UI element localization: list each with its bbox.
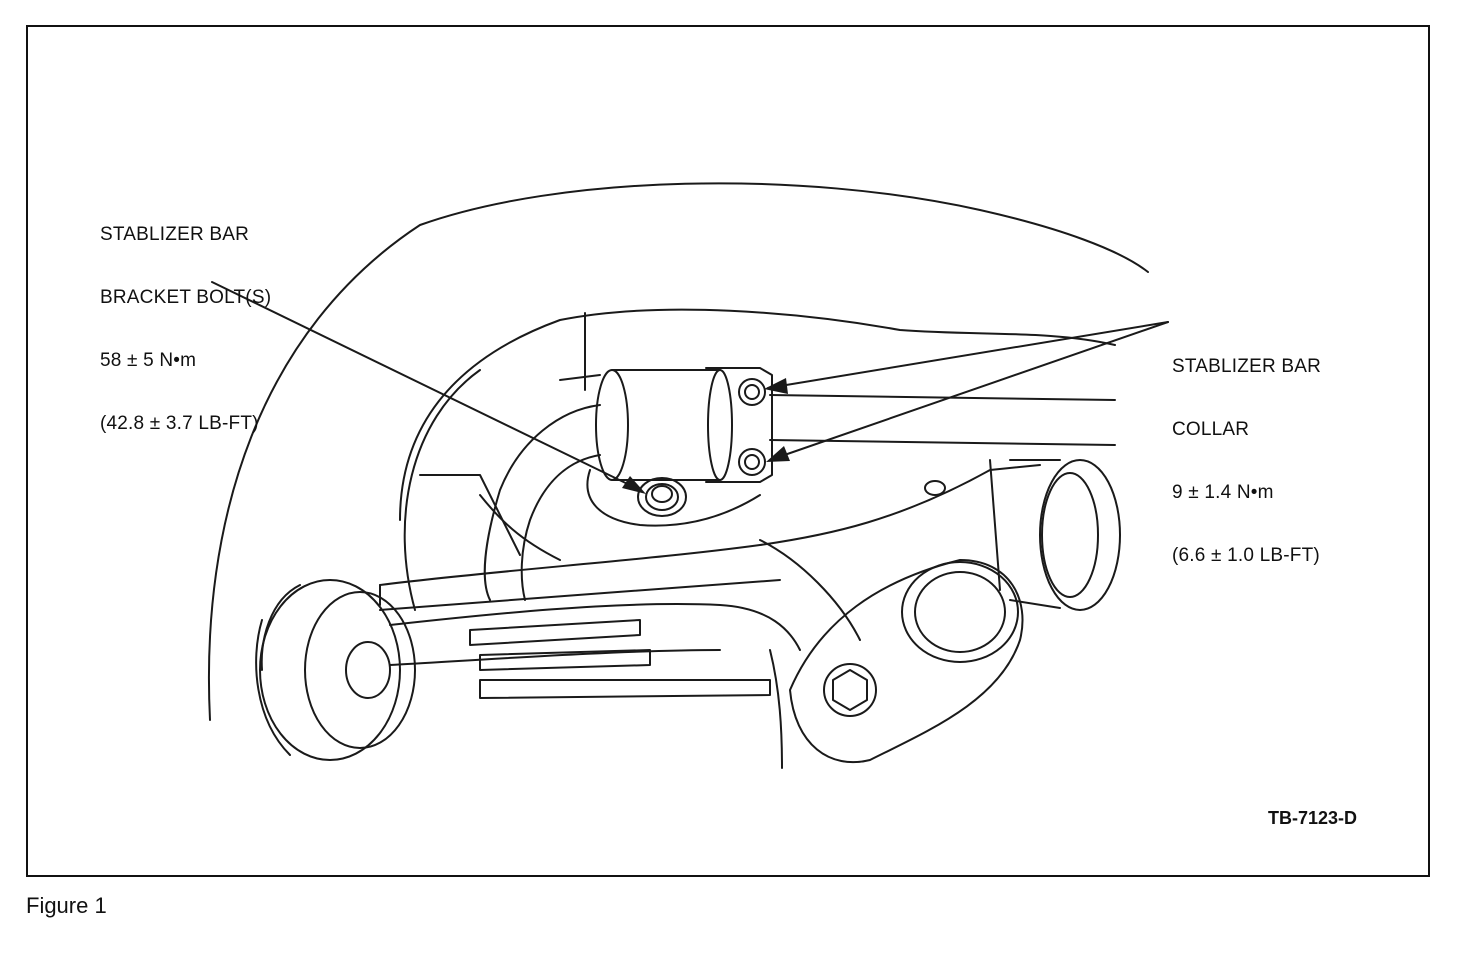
callout-line: 58 ± 5 N•m — [100, 350, 197, 371]
collar-bolt-upper — [738, 378, 766, 406]
stabilizer-bar-bracket — [586, 469, 761, 527]
callout-bracket-bolt: STABLIZER BAR BRACKET BOLT(S) 58 ± 5 N•m… — [100, 182, 271, 455]
rear-bushing — [1009, 459, 1121, 611]
callout-line: COLLAR — [1172, 419, 1250, 440]
mount-hole — [924, 480, 946, 496]
callout-line: BRACKET BOLT(S) — [100, 287, 272, 308]
stabilizer-bar-bushing — [595, 367, 773, 483]
control-arm-mount — [789, 559, 1024, 764]
front-bushing — [255, 579, 416, 761]
crossmember — [379, 464, 1041, 586]
figure-code: TB-7123-D — [1268, 808, 1358, 828]
lower-control-arm — [389, 603, 801, 651]
callout-line: 9 ± 1.4 N•m — [1172, 482, 1274, 503]
callout-line: (6.6 ± 1.0 LB-FT) — [1172, 545, 1320, 566]
inner-fender — [399, 308, 1116, 521]
figure-caption: Figure 1 — [26, 893, 107, 918]
figure-frame — [26, 25, 1430, 877]
callout-line: (42.8 ± 3.7 LB-FT) — [100, 413, 259, 434]
fender-outline — [207, 182, 1149, 721]
collar-bolt-lower — [738, 448, 766, 476]
leader-line-collar — [764, 321, 1169, 462]
callout-line: STABLIZER BAR — [1172, 356, 1322, 377]
callout-collar: STABLIZER BAR COLLAR 9 ± 1.4 N•m (6.6 ± … — [1172, 314, 1321, 587]
leader-line-bracket-bolt — [211, 281, 646, 494]
callout-line: STABLIZER BAR — [100, 224, 250, 245]
stabilizer-bar — [483, 404, 601, 601]
bracket-bolt — [637, 477, 687, 517]
